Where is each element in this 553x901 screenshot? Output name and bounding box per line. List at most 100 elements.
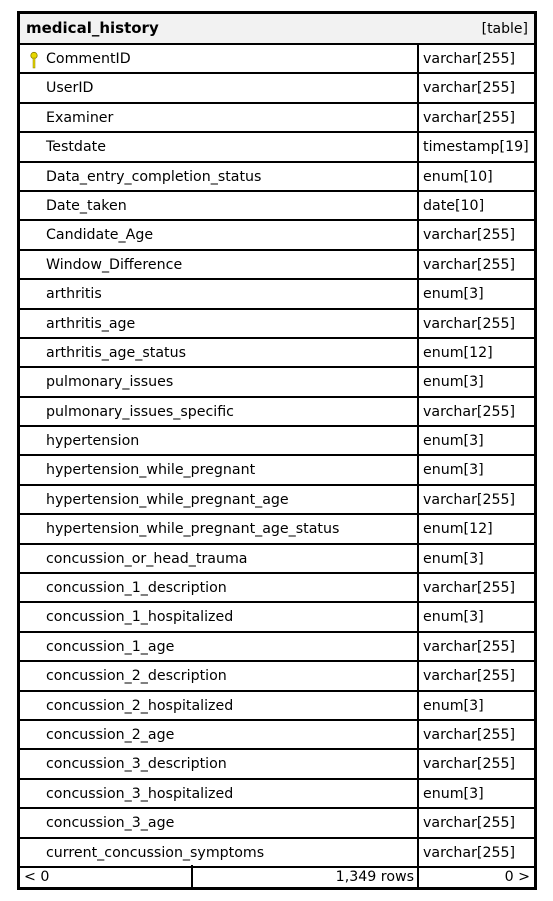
- column-divider: [417, 72, 419, 104]
- column-type: enum[3]: [423, 374, 484, 391]
- column-row: concussion_or_head_trauma enum[3]: [20, 542, 534, 575]
- column-divider: [417, 278, 419, 310]
- column-name: pulmonary_issues: [46, 374, 174, 391]
- column-divider: [417, 189, 419, 222]
- column-row: concussion_1_hospitalized enum[3]: [20, 601, 534, 633]
- footer-divider: [417, 865, 419, 889]
- column-divider: [417, 748, 419, 780]
- column-type: enum[3]: [423, 609, 484, 626]
- column-divider: [417, 836, 419, 868]
- column-name: Data_entry_completion_status: [46, 168, 262, 185]
- column-row: pulmonary_issues_specific varchar[255]: [20, 395, 534, 428]
- column-name: concussion_3_description: [46, 756, 227, 773]
- key-icon: [30, 51, 38, 69]
- column-divider: [417, 425, 419, 457]
- column-divider: [417, 248, 419, 281]
- column-type: varchar[255]: [423, 51, 516, 67]
- column-type: date[10]: [423, 197, 485, 214]
- column-divider: [417, 807, 419, 839]
- column-type: varchar[255]: [423, 227, 516, 244]
- column-name: CommentID: [46, 51, 131, 67]
- column-type: enum[12]: [423, 344, 493, 361]
- column-name: Examiner: [46, 109, 114, 126]
- column-name: Testdate: [46, 139, 106, 156]
- column-row: hypertension enum[3]: [20, 425, 534, 457]
- column-name: Candidate_Age: [46, 227, 154, 244]
- row-count: 1,349 rows: [335, 869, 414, 885]
- next-page-link[interactable]: 0 >: [504, 869, 530, 885]
- column-row: CommentID varchar[255]: [20, 43, 534, 75]
- column-type: enum[3]: [423, 697, 484, 714]
- column-type: varchar[255]: [423, 403, 516, 420]
- column-type: varchar[255]: [423, 668, 516, 685]
- column-name: Window_Difference: [46, 256, 183, 273]
- column-type: varchar[255]: [423, 756, 516, 773]
- column-divider: [417, 542, 419, 575]
- column-row: concussion_2_age varchar[255]: [20, 718, 534, 751]
- column-name: concussion_1_description: [46, 580, 227, 597]
- column-row: Candidate_Age varchar[255]: [20, 219, 534, 251]
- column-divider: [417, 219, 419, 251]
- column-type: enum[3]: [423, 550, 484, 567]
- column-name: hypertension_while_pregnant: [46, 462, 256, 479]
- column-row: concussion_3_description varchar[255]: [20, 748, 534, 780]
- column-name: concussion_2_hospitalized: [46, 697, 234, 714]
- column-row: Window_Difference varchar[255]: [20, 248, 534, 281]
- column-divider: [417, 131, 419, 163]
- column-divider: [417, 395, 419, 428]
- column-divider: [417, 572, 419, 604]
- column-name: concussion_3_age: [46, 815, 175, 832]
- column-name: hypertension_while_pregnant_age: [46, 491, 289, 508]
- column-row: concussion_1_description varchar[255]: [20, 572, 534, 604]
- column-type: varchar[255]: [423, 315, 516, 332]
- column-name: UserID: [46, 80, 94, 97]
- column-type: enum[3]: [423, 433, 484, 450]
- column-divider: [417, 630, 419, 663]
- column-divider: [417, 307, 419, 339]
- column-row: current_concussion_symptoms varchar[255]: [20, 836, 534, 868]
- column-name: hypertension: [46, 433, 140, 450]
- column-type: timestamp[19]: [423, 139, 529, 156]
- column-type: varchar[255]: [423, 844, 516, 861]
- prev-page-link[interactable]: < 0: [24, 869, 50, 885]
- column-divider: [417, 601, 419, 633]
- column-name: concussion_2_age: [46, 726, 175, 743]
- column-type: varchar[255]: [423, 580, 516, 597]
- column-row: Testdate timestamp[19]: [20, 131, 534, 163]
- column-name: arthritis_age: [46, 315, 136, 332]
- column-type: varchar[255]: [423, 80, 516, 97]
- column-divider: [417, 101, 419, 134]
- column-name: hypertension_while_pregnant_age_status: [46, 521, 340, 538]
- column-type: enum[10]: [423, 168, 493, 185]
- column-divider: [417, 660, 419, 692]
- column-row: pulmonary_issues enum[3]: [20, 366, 534, 398]
- footer-divider: [191, 865, 193, 889]
- column-name: concussion_1_hospitalized: [46, 609, 234, 626]
- column-type: varchar[255]: [423, 491, 516, 508]
- column-type: enum[3]: [423, 286, 484, 303]
- column-name: arthritis: [46, 286, 102, 303]
- column-name: concussion_1_age: [46, 638, 175, 655]
- column-row: concussion_2_hospitalized enum[3]: [20, 689, 534, 721]
- column-row: concussion_2_description varchar[255]: [20, 660, 534, 692]
- column-divider: [417, 160, 419, 192]
- column-row: UserID varchar[255]: [20, 72, 534, 104]
- column-type: enum[3]: [423, 785, 484, 802]
- column-type: varchar[255]: [423, 256, 516, 273]
- column-type: varchar[255]: [423, 726, 516, 743]
- column-name: pulmonary_issues_specific: [46, 403, 234, 420]
- column-row: Data_entry_completion_status enum[10]: [20, 160, 534, 192]
- column-name: concussion_2_description: [46, 668, 227, 685]
- column-name: concussion_or_head_trauma: [46, 550, 248, 567]
- column-type: enum[12]: [423, 521, 493, 538]
- table-header: medical_history [table]: [20, 14, 534, 45]
- column-name: current_concussion_symptoms: [46, 844, 265, 861]
- column-name: Date_taken: [46, 197, 127, 214]
- column-row: arthritis enum[3]: [20, 278, 534, 310]
